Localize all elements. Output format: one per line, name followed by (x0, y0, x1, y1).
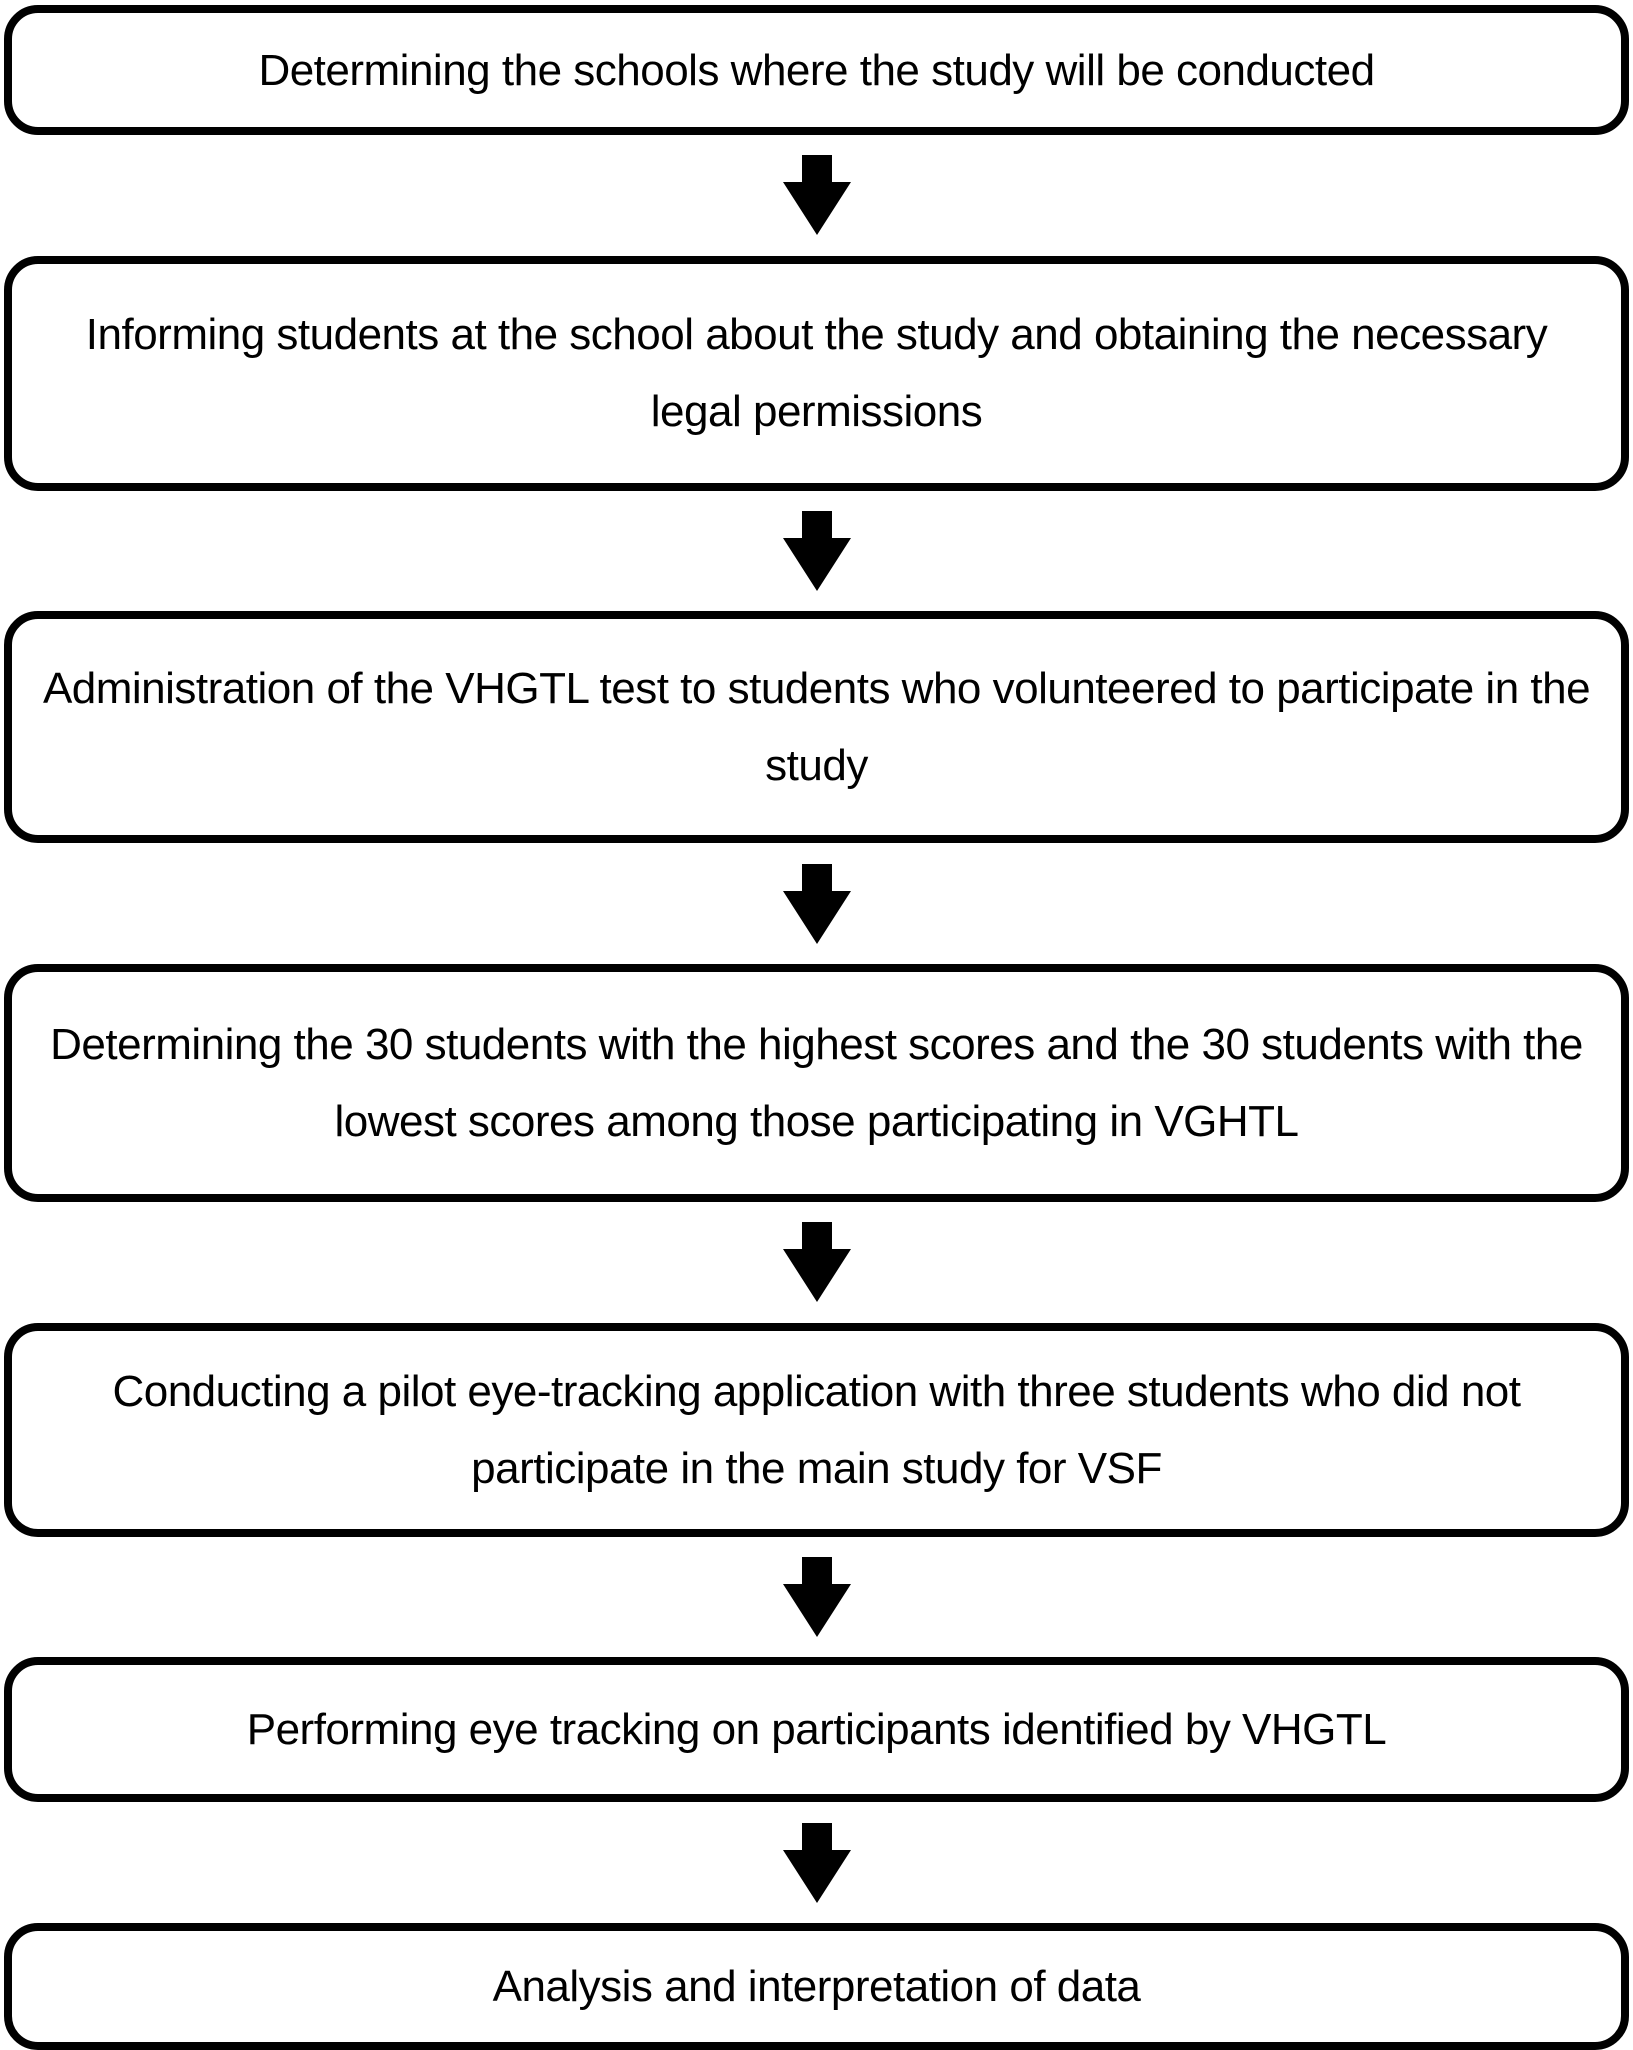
flow-step-4-label: Determining the 30 students with the hig… (50, 1020, 1583, 1147)
connector-1 (0, 135, 1633, 256)
flow-step-7: Analysis and interpretation of data (4, 1923, 1629, 2050)
flow-step-2-label: Informing students at the school about t… (85, 310, 1548, 437)
down-arrow-icon (782, 1222, 851, 1303)
connector-4 (0, 1202, 1633, 1323)
flow-step-3-label: Administration of the VHGTL test to stud… (42, 664, 1591, 791)
down-arrow-icon (782, 1557, 851, 1638)
flow-step-7-label: Analysis and interpretation of data (492, 1962, 1141, 2012)
down-arrow-icon (782, 863, 851, 944)
flow-step-5-label: Conducting a pilot eye-tracking applicat… (112, 1366, 1521, 1493)
flow-step-1-label: Determining the schools where the study … (258, 45, 1375, 95)
connector-2 (0, 491, 1633, 612)
flow-step-1: Determining the schools where the study … (4, 5, 1629, 135)
flow-step-6: Performing eye tracking on participants … (4, 1657, 1629, 1803)
down-arrow-icon (782, 511, 851, 591)
connector-6 (0, 1802, 1633, 1923)
connector-5 (0, 1537, 1633, 1658)
down-arrow-icon (782, 1822, 851, 1903)
flow-step-2: Informing students at the school about t… (4, 255, 1629, 491)
flow-step-5: Conducting a pilot eye-tracking applicat… (4, 1322, 1629, 1537)
flow-step-3: Administration of the VHGTL test to stud… (4, 611, 1629, 844)
connector-3 (0, 843, 1633, 964)
flow-step-4: Determining the 30 students with the hig… (4, 964, 1629, 1203)
flow-step-6-label: Performing eye tracking on participants … (246, 1705, 1387, 1755)
down-arrow-icon (782, 155, 851, 236)
